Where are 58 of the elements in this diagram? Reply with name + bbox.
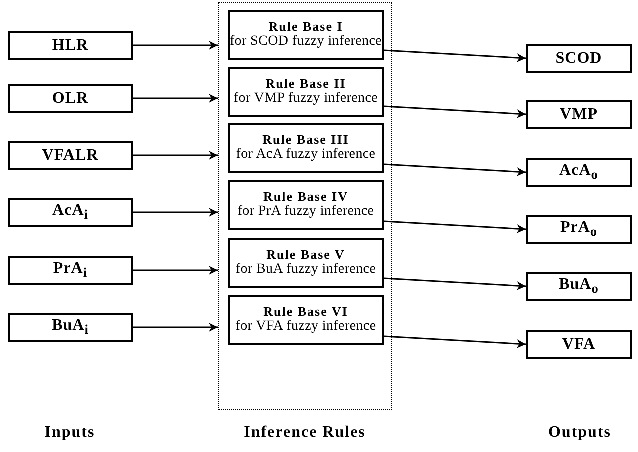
rule-base-box <box>228 67 384 117</box>
variable-name: VFA <box>562 334 596 354</box>
variable-box <box>526 158 632 187</box>
rule-base-box <box>228 238 384 288</box>
arrow <box>384 164 526 176</box>
variable-box <box>8 256 133 285</box>
variable-box <box>526 330 632 359</box>
rule-base-title: Rule Base V <box>266 246 346 262</box>
arrow <box>384 336 526 348</box>
rule-base-box <box>228 295 384 345</box>
arrow <box>133 323 218 332</box>
rule-base-description: for PrA fuzzy inference <box>238 204 374 222</box>
variable-name: BuA$_{i}$ <box>52 316 89 339</box>
column-heading: Outputs <box>548 424 612 442</box>
rule-base-box <box>228 180 384 230</box>
variable-name: AcA$_{o}$ <box>560 161 598 184</box>
arrow <box>384 50 526 62</box>
variable-name: PrA$_{o}$ <box>560 218 598 241</box>
variable-name: VMP <box>560 104 598 124</box>
rule-base-title: Rule Base VI <box>264 304 348 320</box>
arrow <box>133 266 218 275</box>
rule-base-description: for VMP fuzzy inference <box>234 91 378 108</box>
rule-base-title: Rule Base II <box>266 76 346 92</box>
variable-name: VFALR <box>42 146 99 166</box>
arrow <box>133 208 218 217</box>
variable-name: OLR <box>52 88 89 108</box>
dotted-group-frame <box>218 2 392 410</box>
variable-name: SCOD <box>556 48 602 68</box>
arrow <box>133 94 218 103</box>
variable-box <box>526 215 632 244</box>
rule-base-description: for AcA fuzzy inference <box>236 147 376 164</box>
variable-box <box>8 31 133 60</box>
variable-name: BuA$_{o}$ <box>559 275 599 298</box>
rule-base-title: Rule Base III <box>262 132 350 148</box>
arrow <box>133 41 218 50</box>
rule-base-box <box>228 10 384 60</box>
variable-box <box>8 84 133 113</box>
column-heading: Inference Rules <box>244 424 366 442</box>
variable-box <box>526 272 632 301</box>
variable-box <box>526 100 632 129</box>
variable-name: PrA$_{i}$ <box>53 259 88 282</box>
variable-box <box>8 313 133 342</box>
column-heading: Inputs <box>44 424 96 442</box>
rule-base-description: for VFA fuzzy inference <box>236 319 376 336</box>
arrow <box>384 220 526 234</box>
rule-base-box <box>228 123 384 173</box>
variable-name: AcA$_{i}$ <box>52 201 88 224</box>
variable-box <box>8 198 133 227</box>
rule-base-description: for SCOD fuzzy inference <box>230 34 382 52</box>
rule-base-title: Rule Base IV <box>264 188 348 204</box>
arrow <box>384 106 526 118</box>
variable-box <box>526 44 632 73</box>
rule-base-title: Rule Base I <box>268 18 344 34</box>
variable-box <box>8 141 133 170</box>
arrow <box>133 151 218 160</box>
arrow <box>384 278 526 290</box>
variable-name: HLR <box>52 36 89 56</box>
rule-base-description: for BuA fuzzy inference <box>236 262 376 280</box>
